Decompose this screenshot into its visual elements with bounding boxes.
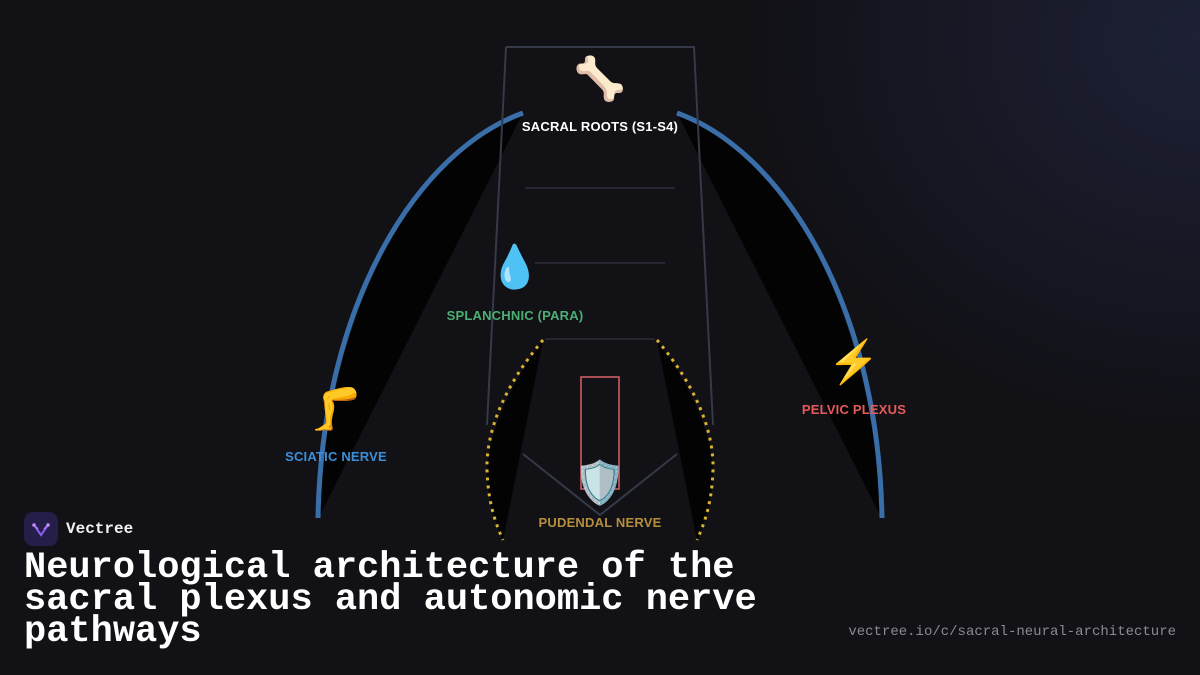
- node-sacral-roots: 🦴 SACRAL ROOTS (S1-S4): [522, 55, 678, 134]
- node-sciatic-nerve: 🦵 SCIATIC NERVE: [285, 385, 387, 464]
- pudendal-dashed-right: [655, 339, 715, 541]
- node-splanchnic: 💧 SPLANCHNIC (PARA): [447, 243, 584, 323]
- sciatic-arc: [315, 110, 524, 519]
- left-pathway-wedge: [318, 113, 523, 518]
- page-title: Neurological architecture of the sacral …: [24, 547, 757, 653]
- sciatic-nerve-label: SCIATIC NERVE: [285, 449, 387, 464]
- lightning-icon: ⚡: [827, 338, 881, 385]
- pelvic-arc: [676, 110, 885, 519]
- pudendal-left-wedge: [487, 340, 543, 540]
- sacral-roots-label: SACRAL ROOTS (S1-S4): [521, 119, 679, 134]
- pelvic-plexus-label: PELVIC PLEXUS: [801, 402, 907, 417]
- brand-name: Vectree: [66, 520, 134, 538]
- pudendal-dashed-left: [485, 339, 545, 541]
- node-pudendal-nerve: 🛡️ PUDENDAL NERVE: [539, 459, 662, 530]
- pudendal-right-wedge: [657, 340, 713, 540]
- leg-icon: 🦵: [309, 385, 363, 432]
- brand[interactable]: Vectree: [24, 512, 133, 546]
- pudendal-nerve-label: PUDENDAL NERVE: [538, 515, 662, 530]
- shield-icon: 🛡️: [573, 459, 627, 506]
- pudendal-canal-box: [580, 376, 620, 490]
- spinal-column-outline: [486, 46, 714, 426]
- vectree-logo-icon: [24, 512, 58, 546]
- source-url[interactable]: vectree.io/c/sacral-neural-architecture: [848, 624, 1176, 640]
- node-pelvic-plexus: ⚡ PELVIC PLEXUS: [802, 338, 906, 417]
- droplet-icon: 💧: [488, 243, 542, 290]
- pudendal-chevron: [522, 453, 678, 517]
- splanchnic-label: SPLANCHNIC (PARA): [446, 308, 584, 323]
- bone-icon: 🦴: [573, 55, 627, 102]
- right-pathway-wedge: [677, 113, 882, 518]
